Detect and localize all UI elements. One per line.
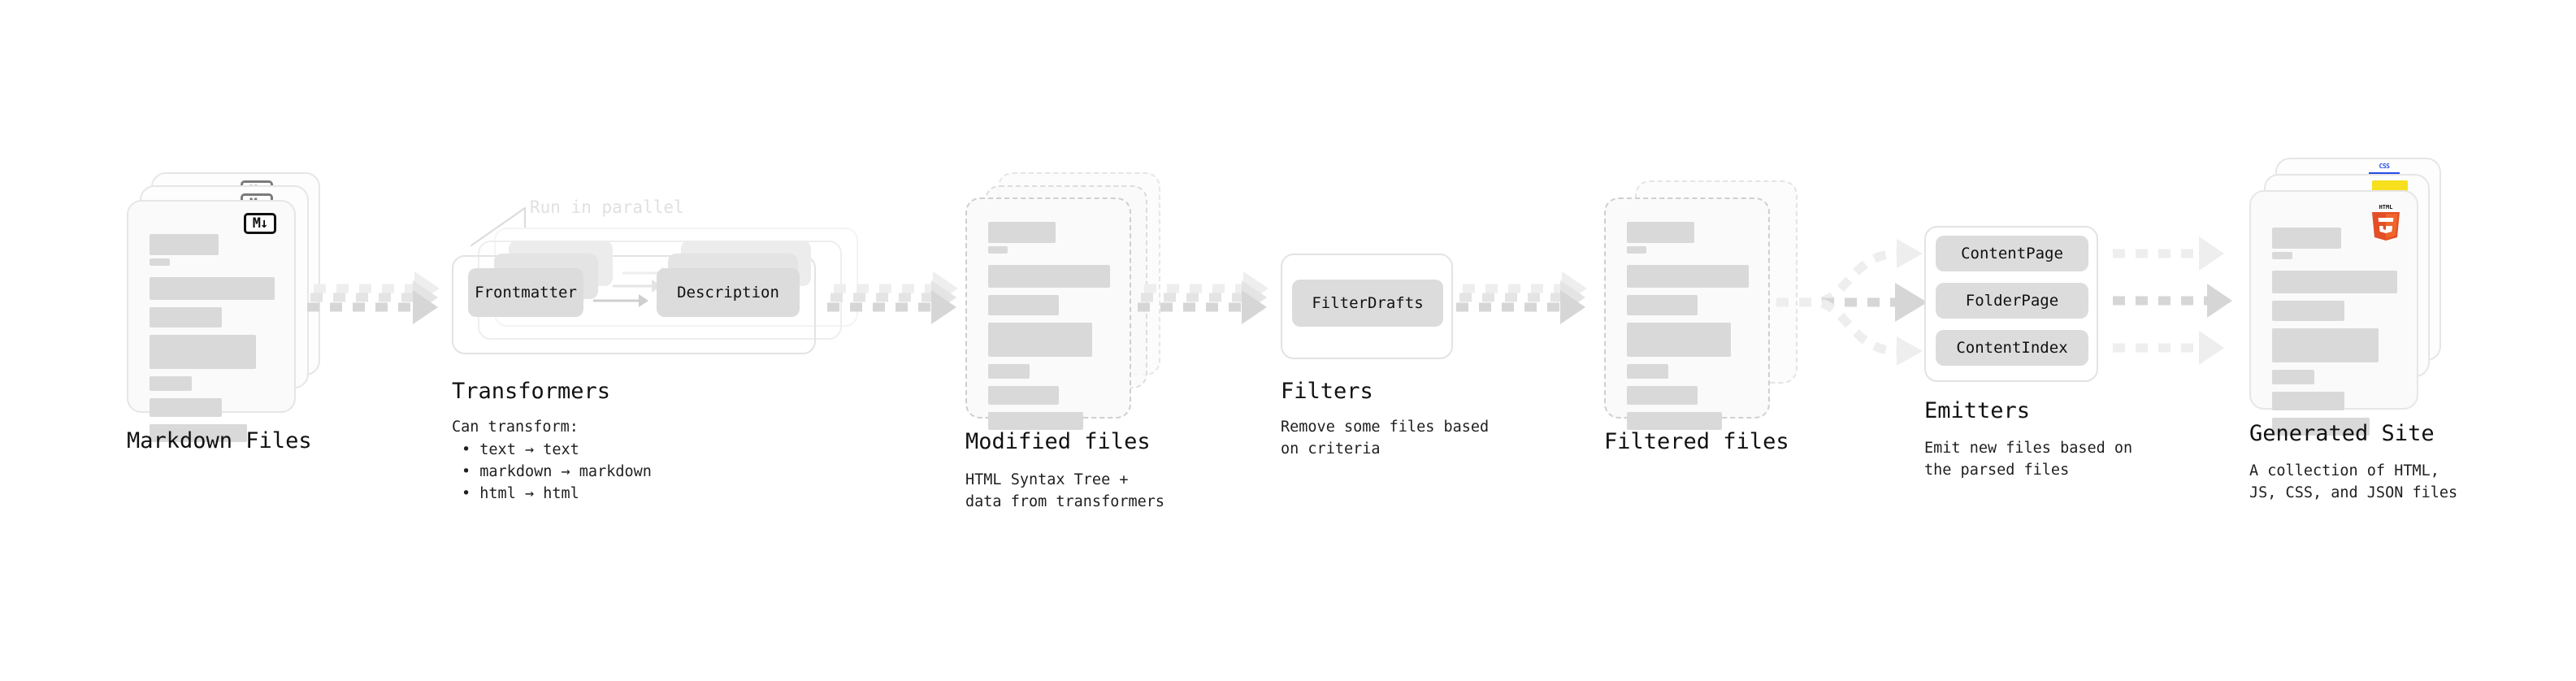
filters-sub: Remove some files based on criteria bbox=[1281, 419, 1490, 458]
skeleton-line bbox=[988, 246, 1008, 254]
skeleton-line bbox=[150, 424, 248, 442]
skeleton-line bbox=[988, 412, 1083, 430]
emitter-pill-contentindex[interactable]: ContentIndex bbox=[1936, 330, 2088, 366]
emitters-sub: Emit new files based on the parsed files bbox=[1924, 440, 2133, 479]
skeleton-lines bbox=[1627, 222, 1749, 437]
skeleton-line bbox=[150, 307, 223, 327]
skeleton-line bbox=[988, 386, 1059, 405]
transformers-bullet-0: • text → text bbox=[462, 441, 579, 458]
skeleton-line bbox=[988, 222, 1056, 243]
filter-pill-filterdrafts[interactable]: FilterDrafts bbox=[1292, 280, 1443, 327]
skeleton-line bbox=[988, 295, 1059, 315]
run-in-parallel-label: Run in parallel bbox=[530, 197, 684, 217]
skeleton-line bbox=[1627, 246, 1646, 254]
emitter-pill-contentpage[interactable]: ContentPage bbox=[1936, 236, 2088, 271]
skeleton-line bbox=[988, 323, 1092, 357]
markdown-files-title: Markdown Files bbox=[127, 428, 312, 453]
skeleton-line bbox=[150, 376, 193, 391]
skeleton-line bbox=[150, 398, 223, 417]
filtered-card-front bbox=[1604, 197, 1770, 430]
emitter-pill-folderpage[interactable]: FolderPage bbox=[1936, 283, 2088, 319]
skeleton-lines bbox=[988, 222, 1110, 437]
skeleton-line bbox=[2272, 418, 2370, 436]
transformer-pill-description[interactable]: Description bbox=[657, 268, 800, 317]
skeleton-line bbox=[1627, 295, 1698, 315]
skeleton-line bbox=[2272, 252, 2292, 259]
skeleton-line bbox=[2272, 328, 2379, 362]
modified-card-front bbox=[965, 197, 1131, 430]
modified-files-title: Modified files bbox=[965, 429, 1151, 454]
generated-site-sub: A collection of HTML, JS, CSS, and JSON … bbox=[2249, 462, 2458, 501]
skeleton-line bbox=[1627, 412, 1722, 430]
skeleton-line bbox=[988, 364, 1030, 379]
skeleton-line bbox=[2272, 301, 2345, 321]
generated-site-title: Generated Site bbox=[2249, 421, 2435, 446]
skeleton-line bbox=[1627, 364, 1668, 379]
skeleton-line bbox=[2272, 370, 2315, 384]
skeleton-line bbox=[2272, 228, 2341, 249]
skeleton-lines bbox=[2272, 228, 2397, 443]
transformers-subheading: Can transform: bbox=[452, 419, 579, 436]
generated-card-front: HTML bbox=[2249, 190, 2418, 436]
skeleton-line bbox=[2272, 392, 2345, 410]
transformers-box-front bbox=[452, 255, 816, 354]
skeleton-line bbox=[1627, 222, 1694, 243]
transformers-title: Transformers bbox=[452, 379, 611, 404]
skeleton-line bbox=[988, 265, 1110, 288]
transformers-bullet-2: • html → html bbox=[462, 485, 579, 502]
transformers-bullet-1: • markdown → markdown bbox=[462, 463, 652, 480]
skeleton-lines bbox=[150, 234, 275, 449]
html5-badge: HTML bbox=[2368, 202, 2404, 242]
skeleton-line bbox=[150, 335, 256, 369]
filtered-files-title: Filtered files bbox=[1604, 429, 1789, 454]
skeleton-line bbox=[1627, 323, 1731, 357]
emitters-title: Emitters bbox=[1924, 398, 2031, 423]
skeleton-line bbox=[1627, 265, 1749, 288]
flow-filtered-to-emitters-fanout bbox=[1776, 221, 1928, 384]
svg-text:HTML: HTML bbox=[2379, 204, 2393, 210]
filters-title: Filters bbox=[1281, 379, 1373, 404]
markdown-badge-front: M↓ bbox=[244, 213, 276, 234]
skeleton-line bbox=[150, 234, 219, 255]
skeleton-line bbox=[150, 258, 170, 266]
markdown-card-front: M↓ bbox=[127, 200, 296, 442]
modified-files-sub: HTML Syntax Tree + data from transformer… bbox=[965, 471, 1165, 510]
skeleton-line bbox=[150, 277, 275, 300]
skeleton-line bbox=[1627, 386, 1698, 405]
skeleton-line bbox=[2272, 271, 2397, 293]
transformer-pill-frontmatter[interactable]: Frontmatter bbox=[468, 268, 583, 317]
